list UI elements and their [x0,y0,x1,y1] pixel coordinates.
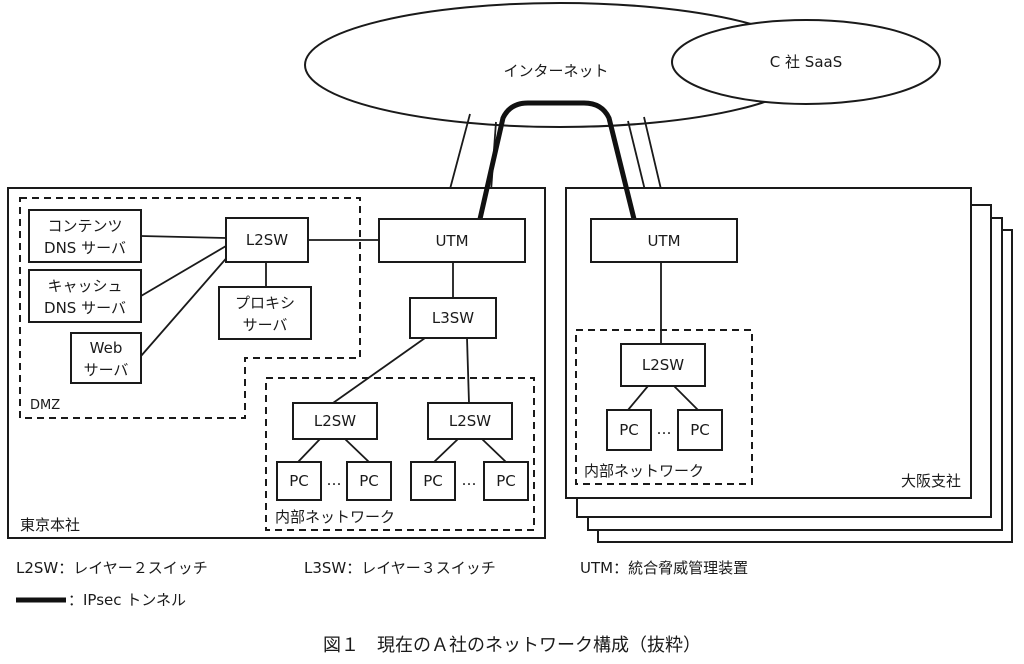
tokyo-utm-label: UTM [435,232,468,250]
tokyo-internal-l2sw-left-label: L2SW [314,412,356,430]
link-l2sw-right-pc1 [433,438,459,463]
tokyo-pc-ellipsis-right: … [462,471,477,489]
saas-label: C 社 SaaS [770,53,842,71]
tokyo-pc-3-label: PC [423,472,443,490]
saas-cloud [671,19,941,105]
link-l3sw-l2sw-left [332,337,426,404]
web-server-label-1: Web [90,339,123,357]
link-l2sw-right-pc2 [481,438,507,463]
tokyo-pc-ellipsis-left: … [327,471,342,489]
legend-tunnel: ：IPsec トンネル [68,591,186,609]
tokyo-pc-4-label: PC [496,472,516,490]
web-server-label-2: サーバ [84,361,129,379]
contents-dns-server [28,209,142,263]
web-server [70,332,142,384]
osaka-pc-1 [606,409,652,451]
link-contents-dns-l2sw [140,235,227,239]
osaka-internal-network-label: 内部ネットワーク [584,462,704,480]
osaka-site-label: 大阪支社 [901,472,961,490]
dmz-label: DMZ [30,398,60,413]
tokyo-pc-2-label: PC [359,472,379,490]
dmz-l2sw-label: L2SW [246,231,288,249]
osaka-l2sw [620,343,706,387]
osaka-internal-network-boundary [575,329,753,485]
link-l3sw-l2sw-right [466,337,470,404]
proxy-server [218,286,312,340]
contents-dns-server-label-1: コンテンツ [47,217,122,235]
tokyo-pc-2 [346,461,392,501]
tokyo-site-label: 東京本社 [20,516,80,534]
osaka-pc-ellipsis: … [657,420,672,438]
tokyo-l3sw-label: L3SW [432,309,474,327]
tokyo-pc-4 [483,461,529,501]
proxy-server-label-2: サーバ [243,316,288,334]
tokyo-pc-3 [410,461,456,501]
tokyo-pc-1 [276,461,322,501]
tokyo-l3sw [409,297,497,339]
cache-dns-server-label-1: キャッシュ [47,277,122,295]
legend-l2sw: L2SW：レイヤー２スイッチ [16,559,208,577]
ipsec-tunnel-line [477,100,637,220]
tokyo-pc-1-label: PC [289,472,309,490]
osaka-utm [590,218,738,263]
link-l2sw-left-pc1 [297,438,321,463]
link-cache-dns-l2sw [140,245,227,297]
legend-utm: UTM：統合脅威管理装置 [580,559,748,577]
tokyo-internal-l2sw-right-label: L2SW [449,412,491,430]
figure-caption: 図１ 現在のＡ社のネットワーク構成（抜粋） [323,635,701,656]
tokyo-internal-network-boundary [265,377,535,531]
link-l2sw-left-pc2 [344,438,370,463]
legend-l3sw: L3SW：レイヤー３スイッチ [304,559,496,577]
tokyo-internal-l2sw-left [292,402,378,440]
proxy-server-label-1: プロキシ [235,294,295,312]
osaka-pc-2 [677,409,723,451]
dmz-boundary [19,197,361,419]
tokyo-internal-l2sw-right [427,402,513,440]
osaka-utm-label: UTM [647,232,680,250]
osaka-pc-2-label: PC [690,421,710,439]
dmz-l2sw [225,217,309,263]
tokyo-internal-network-label: 内部ネットワーク [275,508,395,526]
link-web-l2sw [140,253,231,357]
internet-label: インターネット [503,62,608,80]
cache-dns-server [28,269,142,323]
link-osaka-l2sw-pc1 [627,385,649,411]
contents-dns-server-label-2: DNS サーバ [44,239,126,257]
osaka-l2sw-label: L2SW [642,356,684,374]
osaka-pc-1-label: PC [619,421,639,439]
cache-dns-server-label-2: DNS サーバ [44,299,126,317]
link-osaka-l2sw-pc2 [673,385,699,411]
tokyo-utm [378,218,526,263]
